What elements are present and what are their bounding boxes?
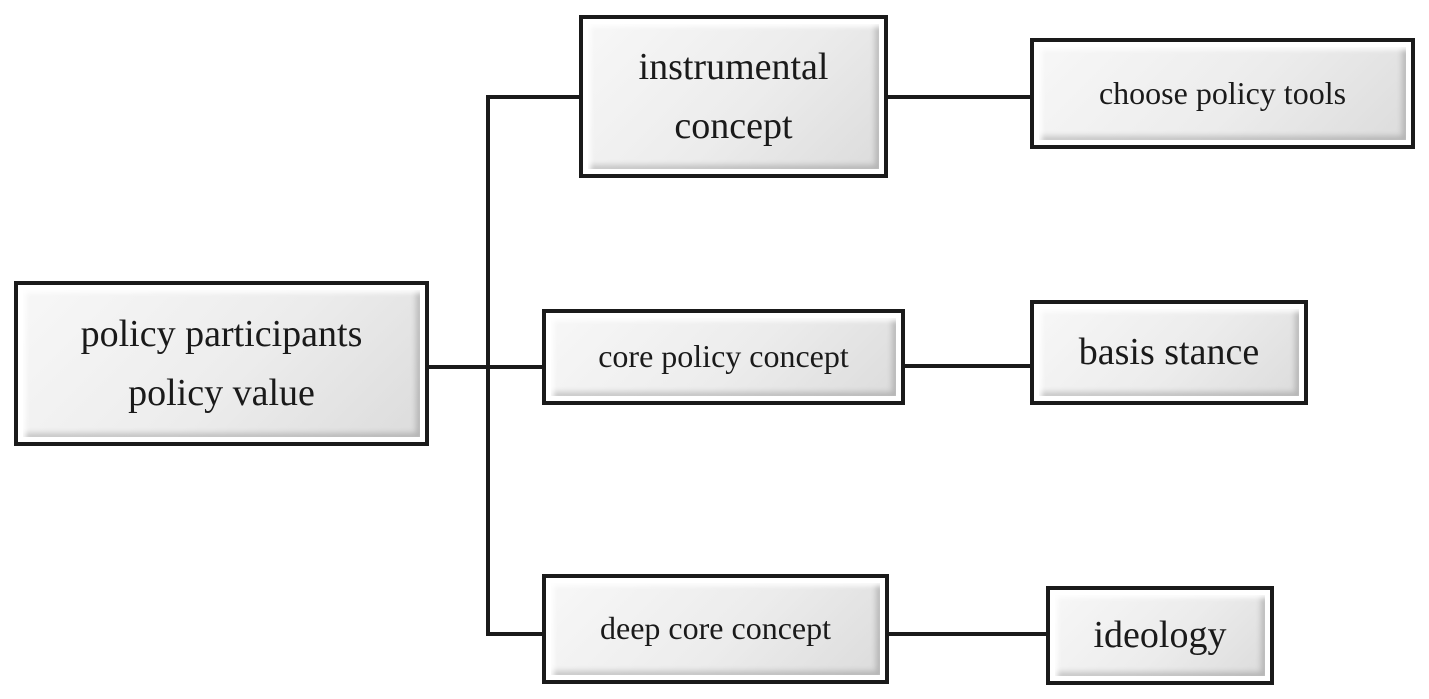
node-instrumental-concept: instrumental concept (579, 15, 888, 178)
node-ideology: ideology (1046, 586, 1274, 685)
node-policy-participants: policy participants policy value (14, 281, 429, 446)
node-basis-stance: basis stance (1030, 300, 1308, 405)
node-label-line: deep core concept (600, 610, 831, 647)
node-core-policy-concept: core policy concept (542, 309, 905, 405)
node-label-line: basis stance (1078, 331, 1260, 374)
node-deep-core-concept: deep core concept (542, 574, 889, 684)
node-label-line: concept (674, 104, 793, 147)
node-label-line: policy value (128, 371, 315, 414)
node-label-line: instrumental (638, 45, 829, 88)
node-label-line: choose policy tools (1098, 74, 1347, 111)
node-label-line: ideology (1093, 614, 1227, 657)
node-choose-policy-tools: choose policy tools (1030, 38, 1415, 149)
node-label-line: core policy concept (598, 338, 849, 375)
node-label-line: policy participants (80, 312, 363, 355)
